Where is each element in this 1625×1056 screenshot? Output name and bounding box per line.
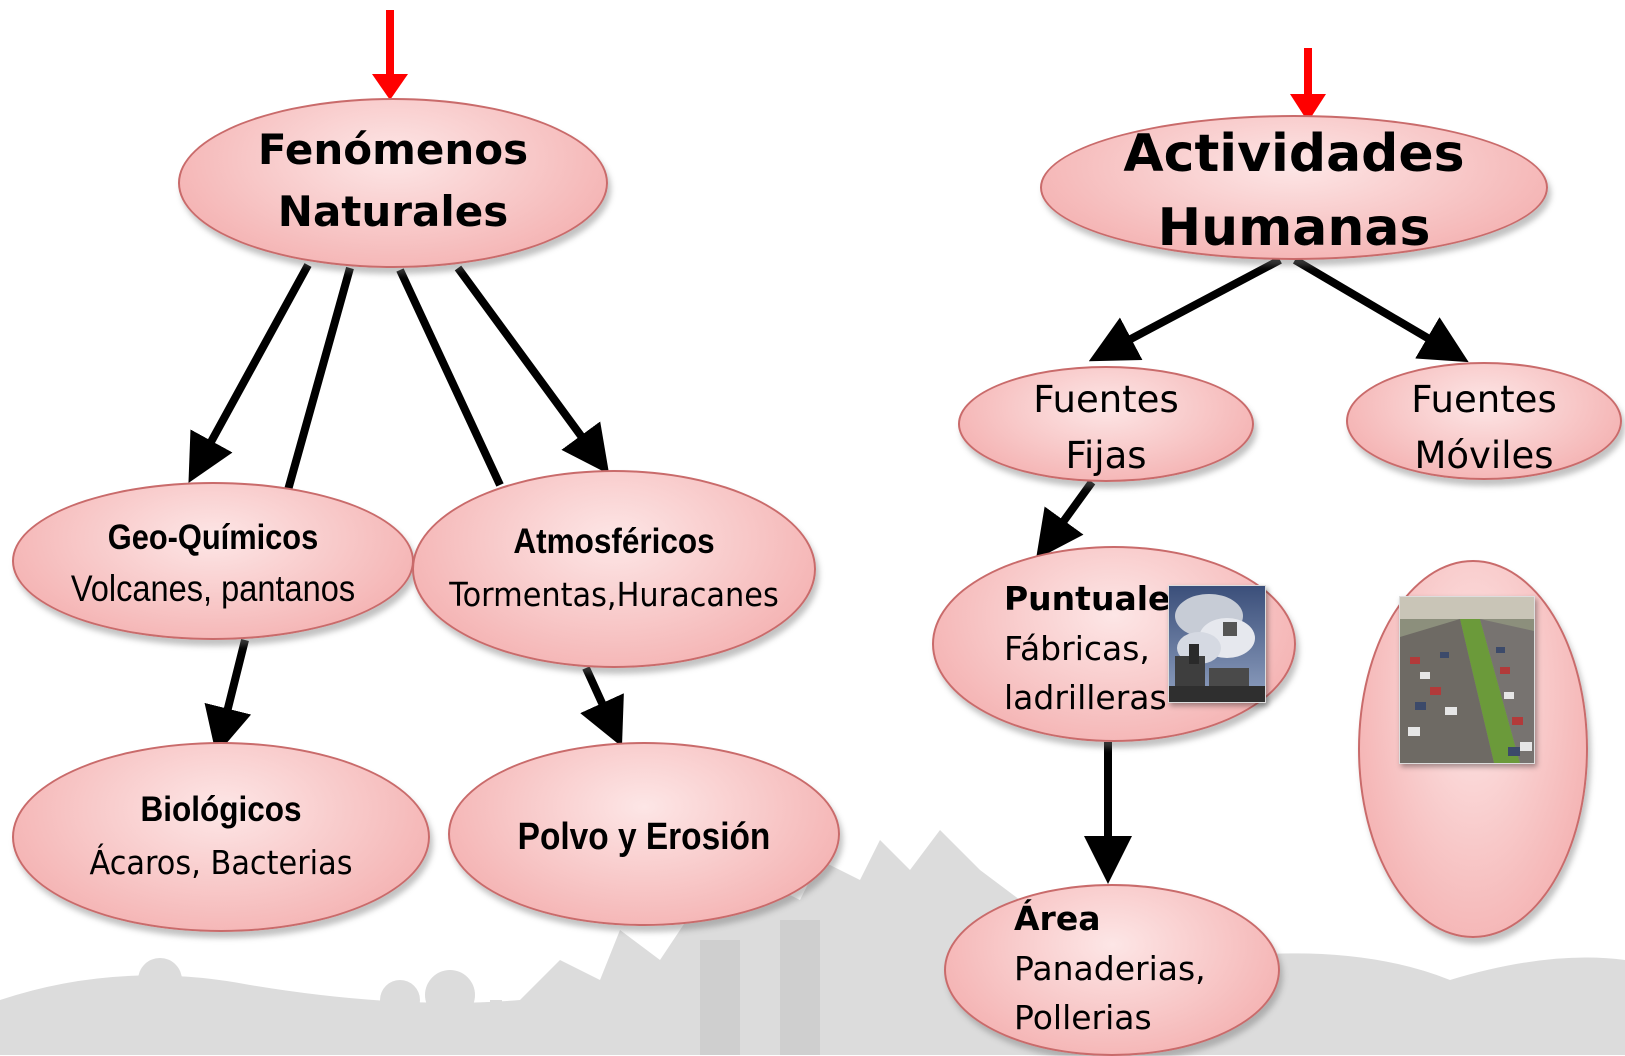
fijas-label: Fuentes Fijas bbox=[958, 372, 1254, 483]
node-polvo-erosion bbox=[448, 742, 840, 926]
area-label: Área Panaderias, Pollerias bbox=[1014, 894, 1244, 1043]
arrow-fenomenos-geoquimicos bbox=[188, 263, 312, 484]
atmosfericos-title: Atmosféricos bbox=[513, 522, 715, 561]
node-fenomenos-naturales bbox=[178, 98, 608, 268]
fijas-line1: Fuentes bbox=[1033, 378, 1179, 421]
area-line1: Panaderias, bbox=[1014, 948, 1206, 988]
node-fuentes-moviles bbox=[1346, 362, 1622, 480]
moviles-line1: Fuentes bbox=[1411, 378, 1557, 421]
puntuales-line2: ladrilleras bbox=[1004, 678, 1167, 717]
area-title: Área bbox=[1014, 899, 1101, 938]
node-actividades-humanas bbox=[1040, 115, 1548, 260]
node-area bbox=[944, 884, 1280, 1056]
node-fuentes-fijas bbox=[958, 366, 1254, 482]
fenomenos-label: Fenómenos Naturales bbox=[178, 125, 608, 237]
puntuales-line1: Fábricas, bbox=[1004, 628, 1150, 668]
line-fenomenos-biologicos bbox=[284, 266, 354, 492]
arrow-actividades-fijas bbox=[1088, 256, 1282, 362]
biologicos-label: Biológicos Ácaros, Bacterias bbox=[12, 790, 430, 882]
arrow-actividades-moviles bbox=[1292, 256, 1469, 363]
node-geoquimicos bbox=[12, 482, 414, 640]
fenomenos-line2: Naturales bbox=[277, 187, 509, 237]
line-fenomenos-polvo bbox=[396, 268, 504, 487]
geoquimicos-title: Geo-Químicos bbox=[107, 518, 319, 557]
puntuales-title: Puntuales bbox=[1004, 579, 1191, 618]
moviles-line2: Móviles bbox=[1414, 433, 1554, 477]
traffic-jam-photo bbox=[1399, 596, 1535, 764]
arrow-fijas-puntuales bbox=[1035, 479, 1096, 560]
biologicos-title: Biológicos bbox=[140, 790, 302, 829]
node-biologicos bbox=[12, 742, 430, 932]
entry-arrow-actividades bbox=[1290, 48, 1326, 122]
actividades-label: Actividades Humanas bbox=[1040, 118, 1548, 266]
polvo-title: Polvo y Erosión bbox=[517, 816, 771, 858]
actividades-line1: Actividades bbox=[1123, 124, 1465, 184]
fijas-line2: Fijas bbox=[1065, 433, 1147, 477]
biologicos-desc: Ácaros, Bacterias bbox=[89, 843, 353, 883]
moviles-label: Fuentes Móviles bbox=[1346, 372, 1622, 483]
entry-arrow-fenomenos bbox=[372, 10, 408, 100]
geoquimicos-desc: Volcanes, pantanos bbox=[70, 568, 356, 610]
arrow-geoquimicos-biologicos bbox=[204, 639, 252, 756]
atmosfericos-desc: Tormentas,Huracanes bbox=[449, 575, 779, 615]
area-line2: Pollerias bbox=[1014, 998, 1152, 1037]
fenomenos-line1: Fenómenos bbox=[257, 125, 529, 174]
node-atmosfericos bbox=[412, 470, 816, 668]
arrow-fenomenos-atmosfericos bbox=[454, 265, 610, 475]
actividades-line2: Humanas bbox=[1157, 197, 1431, 258]
arrow-atmosfericos-polvo bbox=[580, 666, 624, 747]
factory-smoke-photo bbox=[1168, 585, 1266, 703]
atmosfericos-label: Atmosféricos Tormentas,Huracanes bbox=[412, 522, 816, 614]
puntuales-label: Puntuales Fábricas, ladrilleras bbox=[1004, 574, 1191, 723]
geoquimicos-label: Geo-Químicos Volcanes, pantanos bbox=[12, 518, 414, 611]
